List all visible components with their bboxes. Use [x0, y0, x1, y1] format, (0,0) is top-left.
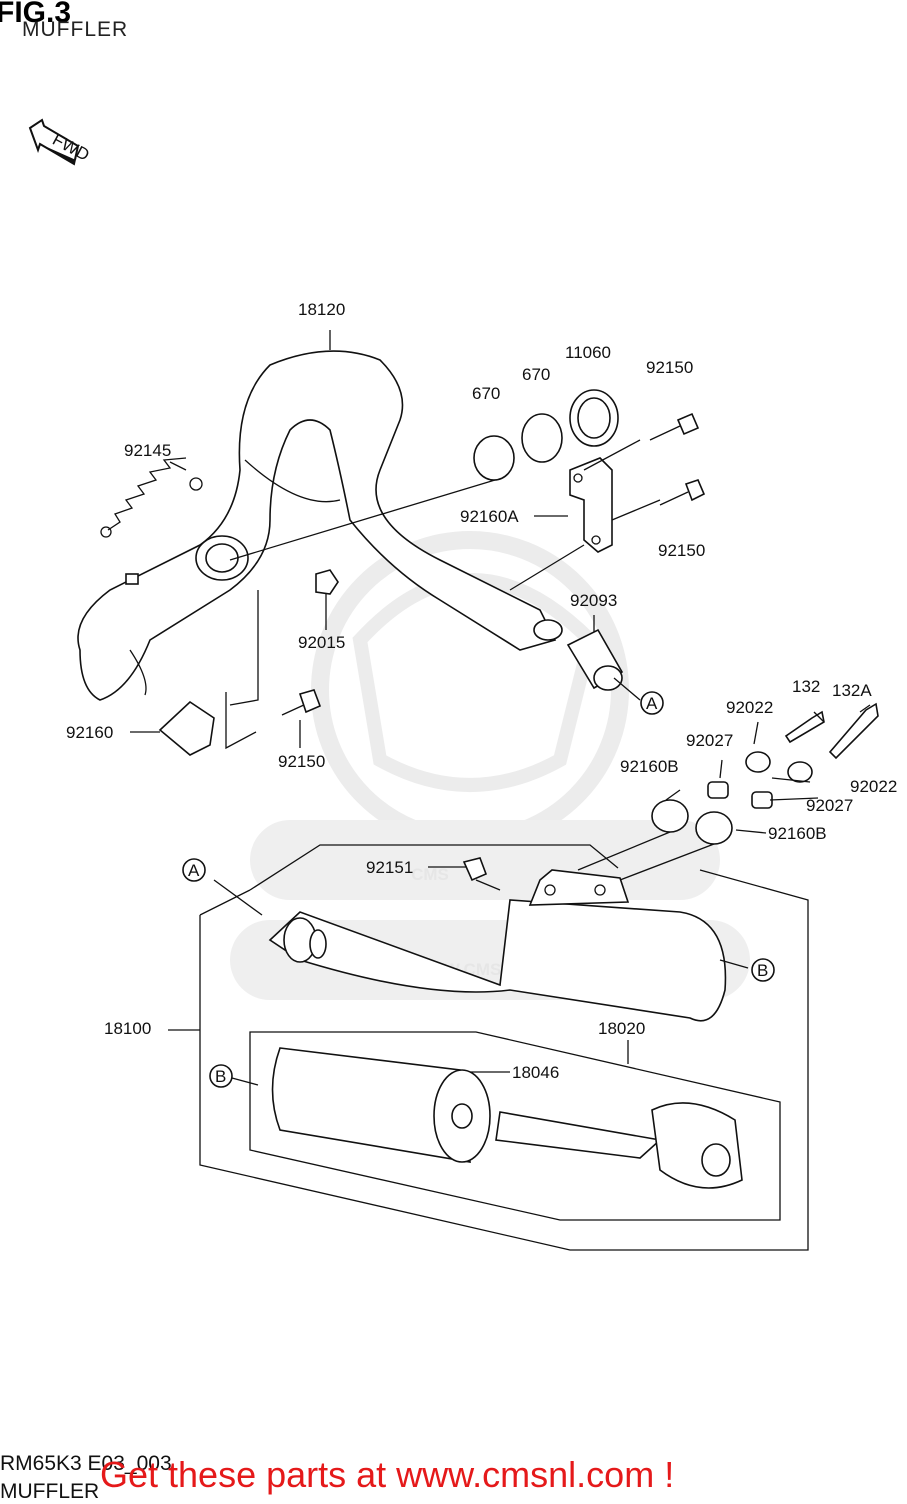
part-92022-a: 92022 [726, 698, 773, 717]
mount-hardware [462, 702, 879, 882]
callout-a2-label: A [188, 861, 200, 880]
o-ring-670-b [521, 413, 563, 463]
nut-92015 [315, 569, 339, 595]
gasket-11060 [569, 389, 619, 447]
bolt-92150-a [649, 412, 700, 441]
part-92093: 92093 [570, 591, 617, 610]
bolt-92150-b [659, 479, 706, 506]
callout-b1-label: B [757, 961, 768, 980]
part-92160B-b: 92160B [768, 824, 827, 843]
watermark-logo-text: CMS [411, 865, 449, 884]
callout-circle-a2 [182, 858, 206, 882]
part-92150-a: 92150 [646, 358, 693, 377]
promo-link[interactable]: Get these parts at www.cmsnl.com ! [100, 1454, 675, 1495]
part-132A: 132A [832, 681, 872, 700]
o-ring-670-a [473, 435, 515, 481]
part-92160B-a: 92160B [620, 757, 679, 776]
part-92015: 92015 [298, 633, 345, 652]
spring-92145 [100, 457, 203, 585]
part-18100: 18100 [104, 1019, 151, 1038]
part-92151: 92151 [366, 858, 413, 877]
collar-92093 [566, 628, 624, 691]
diagram-code: RM65K3 E03_003 [0, 1452, 172, 1475]
part-92022-b: 92022 [850, 777, 897, 796]
part-92145: 92145 [124, 441, 171, 460]
figure-title: MUFFLER [22, 18, 129, 41]
part-92027-b: 92027 [806, 796, 853, 815]
part-670-b: 670 [522, 365, 550, 384]
bracket-92160 [158, 700, 215, 756]
callout-a1-label: A [646, 694, 658, 713]
callout-circle-a1 [640, 691, 664, 715]
part-18120: 18120 [298, 300, 345, 319]
part-92160A: 92160A [460, 507, 519, 526]
part-18020: 18020 [598, 1019, 645, 1038]
silencer-assembly [268, 869, 727, 1022]
bolt-92150-c [281, 689, 322, 716]
part-11060: 11060 [565, 343, 611, 362]
callout-circle-b2 [209, 1064, 233, 1088]
part-132: 132 [792, 677, 820, 696]
part-92150-c: 92150 [278, 752, 325, 771]
callout-b2-label: B [215, 1067, 226, 1086]
part-670-a: 670 [472, 384, 500, 403]
callout-circle-b1 [751, 958, 775, 982]
exhaust-pipe [77, 350, 563, 701]
part-92027-a: 92027 [686, 731, 733, 750]
fwd-arrow-icon: FWD [28, 118, 92, 166]
bracket-92160A [569, 457, 613, 553]
figure-number: FIG.3 [0, 0, 72, 29]
diagram-name: MUFFLER [0, 1480, 100, 1503]
silencer-core [271, 1047, 743, 1189]
leader-lines [130, 330, 871, 1251]
part-labels: 18120 92145 670 670 11060 92150 92160A 9… [66, 300, 897, 1082]
part-18046: 18046 [512, 1063, 559, 1082]
part-92160: 92160 [66, 723, 113, 742]
part-92150-b: 92150 [658, 541, 705, 560]
